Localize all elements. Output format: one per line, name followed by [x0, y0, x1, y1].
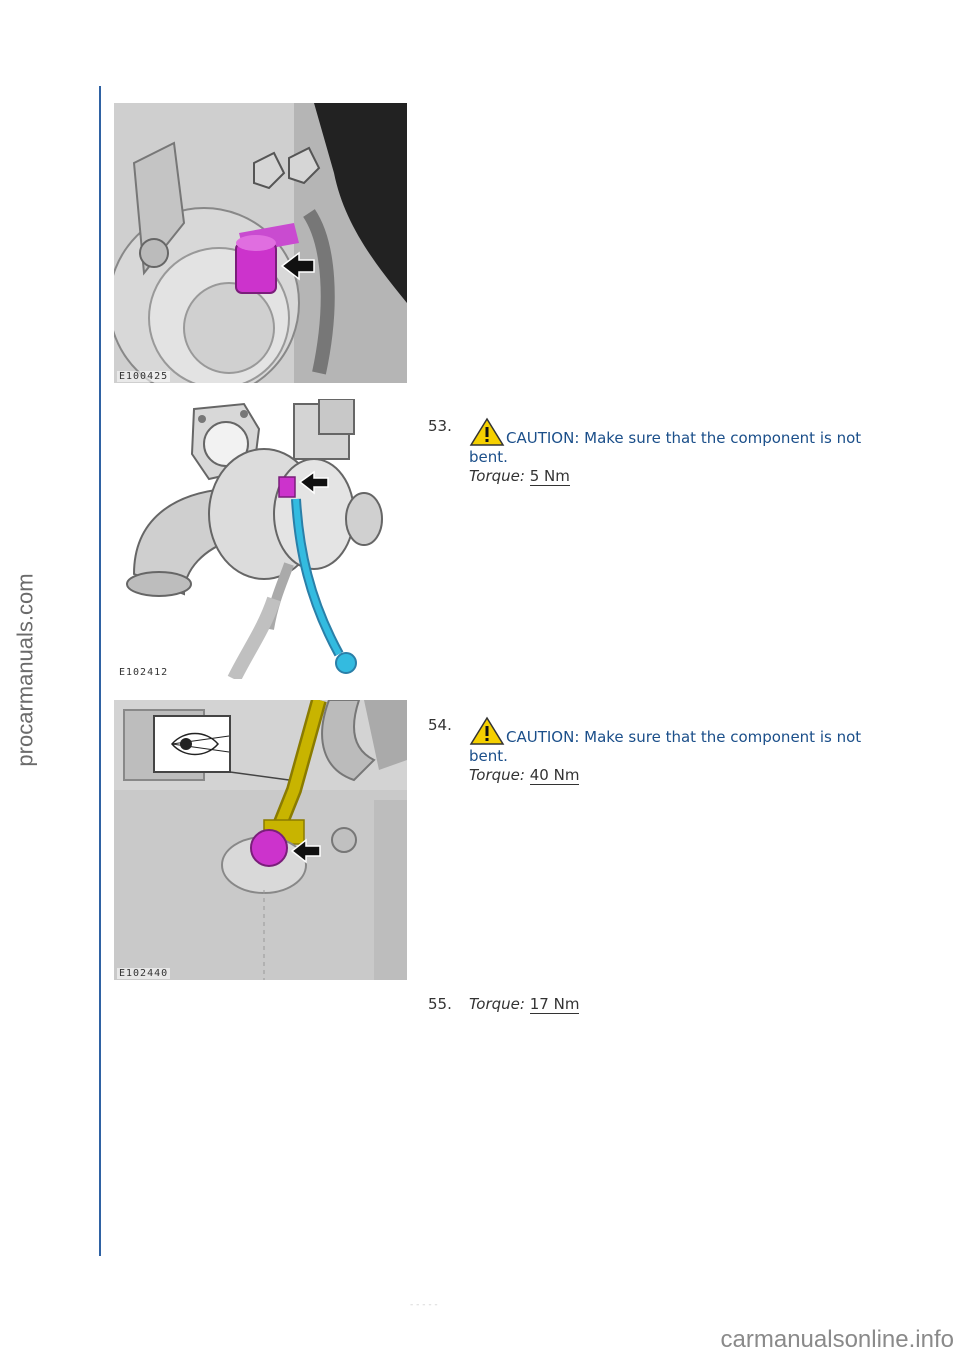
figure-2-illustration	[114, 399, 407, 679]
bottom-watermark: carmanualsonline.info	[720, 1326, 954, 1353]
step-number: 53.	[428, 417, 452, 435]
warning-triangle-icon	[469, 417, 505, 446]
figure-oil-line-union: E102440	[114, 700, 407, 980]
caution-text: CAUTION: Make sure that the component is…	[469, 429, 862, 466]
figure-code: E102412	[117, 667, 171, 678]
step-body: Torque: 17 Nm	[469, 995, 889, 1014]
footer-mark: - - - - -	[410, 1300, 438, 1310]
figure-code: E100425	[117, 371, 171, 382]
torque-value: 17 Nm	[529, 995, 580, 1014]
warning-triangle-icon	[469, 716, 505, 745]
step-number: 55.	[428, 995, 452, 1013]
side-watermark: procarmanuals.com	[8, 560, 44, 780]
page-margin-rule	[99, 86, 101, 1256]
step-body: CAUTION: Make sure that the component is…	[469, 417, 889, 486]
side-watermark-text: procarmanuals.com	[13, 573, 38, 767]
figure-turbo-actuator: E100425	[114, 103, 407, 383]
step-body: CAUTION: Make sure that the component is…	[469, 716, 889, 785]
step-number: 54.	[428, 716, 452, 734]
figure-code: E102440	[117, 968, 171, 979]
torque-value: 40 Nm	[529, 766, 580, 785]
torque-label: Torque:	[469, 766, 525, 784]
figure-turbo-oil-line: E102412	[114, 399, 407, 679]
torque-value: 5 Nm	[529, 467, 570, 486]
caution-text: CAUTION: Make sure that the component is…	[469, 728, 862, 765]
figure-3-illustration	[114, 700, 407, 980]
figure-1-illustration	[114, 103, 407, 383]
torque-label: Torque:	[469, 467, 525, 485]
torque-label: Torque:	[469, 995, 525, 1013]
